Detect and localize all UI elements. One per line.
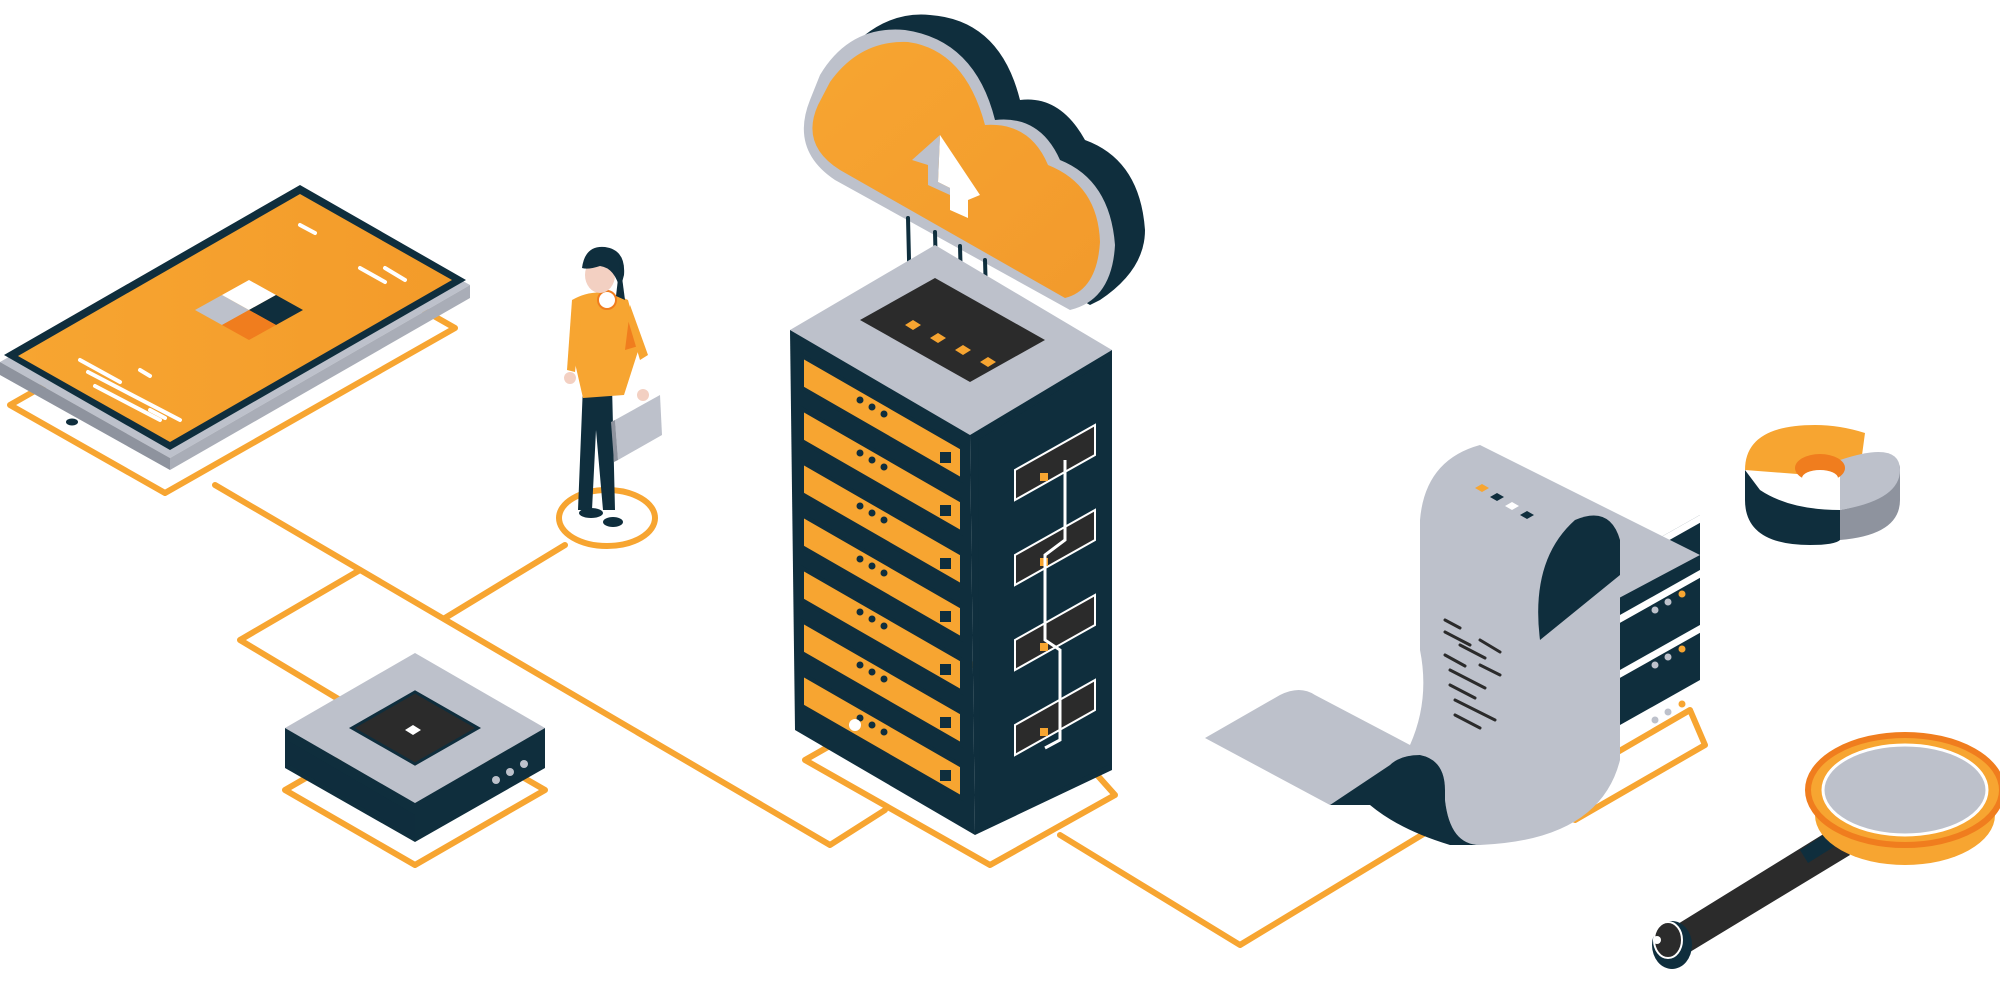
server-leds bbox=[856, 396, 888, 736]
line-hub-branch bbox=[237, 567, 363, 703]
server-drawer-handles bbox=[940, 452, 951, 781]
server-side-panels bbox=[1014, 423, 1096, 757]
upload-arrow-icon bbox=[938, 135, 980, 218]
magnifying-glass bbox=[1652, 732, 2000, 969]
scroll-tiles bbox=[1475, 484, 1534, 519]
line-person-branch bbox=[442, 542, 568, 621]
network-hub bbox=[285, 653, 545, 842]
scroll-text-lines bbox=[1443, 618, 1502, 730]
line-phone-to-server bbox=[212, 482, 888, 848]
server-drawers bbox=[800, 352, 964, 802]
server-rack bbox=[790, 245, 1112, 835]
phone-home-button bbox=[66, 418, 78, 426]
line-server-to-scroll bbox=[1057, 827, 1433, 948]
person-with-laptop bbox=[556, 246, 662, 549]
cloud-upload bbox=[803, 14, 1145, 330]
phone-text-lines bbox=[78, 223, 407, 422]
phone-tiles bbox=[195, 280, 303, 340]
document-scroll bbox=[1205, 445, 1700, 845]
donut-chart bbox=[1745, 425, 1900, 545]
smartphone-device bbox=[0, 185, 470, 470]
